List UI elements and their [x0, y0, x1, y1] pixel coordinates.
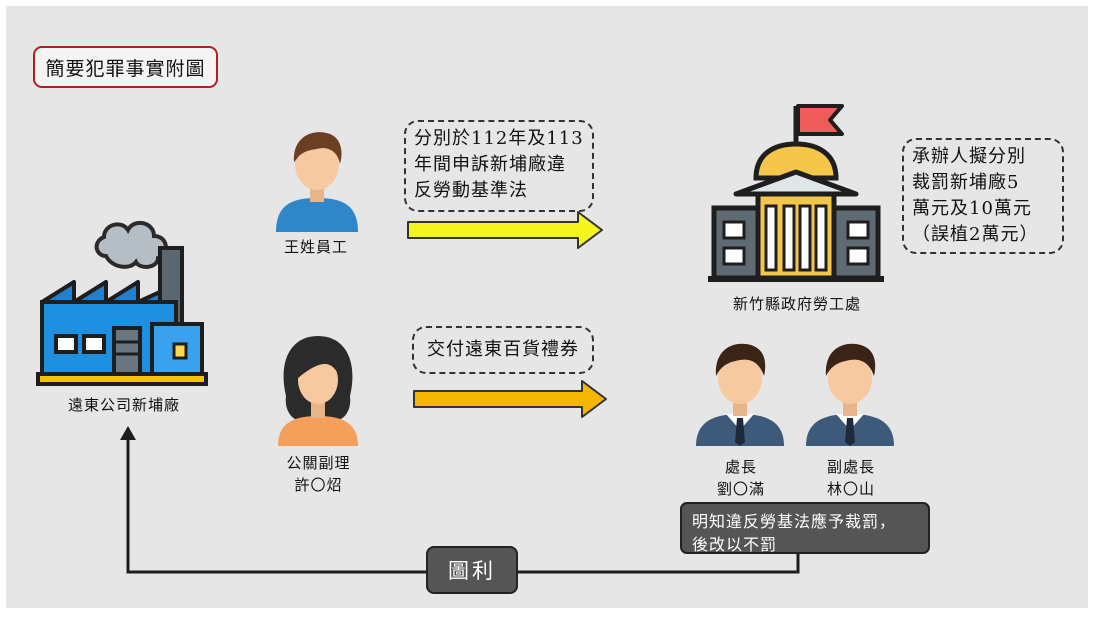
government-building-icon — [708, 104, 884, 282]
vice-manager-label: 公關副理 許〇炤 — [261, 452, 376, 496]
knowing-violation-line: 後改以不罰 — [692, 535, 778, 554]
gift-note: 交付遠東百貨禮券 — [412, 326, 594, 374]
deputy-director-title: 副處長 — [826, 458, 875, 476]
penalty-note-line: 裁罰新埔廠5 — [912, 172, 1020, 193]
labor-office-label: 新竹縣政府勞工處 — [732, 295, 861, 313]
director-name: 劉〇滿 — [716, 480, 765, 498]
benefit-label: 圖利 — [426, 546, 518, 594]
benefit-connector — [120, 426, 800, 574]
woman-avatar-icon — [278, 336, 358, 446]
diagram-title: 簡要犯罪事實附圖 — [33, 46, 218, 88]
deputy-director-name: 林〇山 — [826, 480, 875, 498]
knowing-violation-box: 明知違反勞基法應予裁罰， 後改以不罰 — [680, 502, 930, 554]
penalty-note: 承辦人擬分別 裁罰新埔廠5 萬元及10萬元 （誤植2萬元） — [902, 138, 1064, 254]
deputy-director-label: 副處長 林〇山 — [806, 456, 896, 500]
complaint-arrow — [407, 211, 603, 249]
gift-arrow — [413, 380, 607, 418]
complaint-note: 分別於112年及113 年間申訴新埔廠違 反勞動基準法 — [404, 120, 594, 212]
complaint-note-line: 反勞動基準法 — [414, 180, 528, 201]
official-avatar-icon — [696, 343, 784, 446]
penalty-note-line: 萬元及10萬元 — [912, 198, 1032, 219]
employee-label: 王姓員工 — [283, 238, 348, 256]
director-title: 處長 — [724, 458, 757, 476]
knowing-violation-line: 明知違反勞基法應予裁罰， — [692, 512, 897, 531]
penalty-note-line: （誤植2萬元） — [912, 224, 1039, 245]
diagram-canvas: 簡要犯罪事實附圖 遠東公司新埔廠 王姓員工 — [6, 6, 1088, 608]
director-label: 處長 劉〇滿 — [696, 456, 786, 500]
complaint-note-line: 分別於112年及113 — [414, 128, 584, 149]
vice-manager-name: 許〇炤 — [294, 476, 343, 494]
official-avatar-icon — [806, 343, 894, 446]
man-avatar-icon — [276, 132, 358, 232]
factory-label: 遠東公司新埔廠 — [67, 396, 180, 414]
complaint-note-line: 年間申訴新埔廠違 — [414, 154, 566, 175]
factory-icon — [36, 220, 208, 386]
penalty-note-line: 承辦人擬分別 — [912, 146, 1026, 167]
vice-manager-title: 公關副理 — [286, 454, 351, 472]
